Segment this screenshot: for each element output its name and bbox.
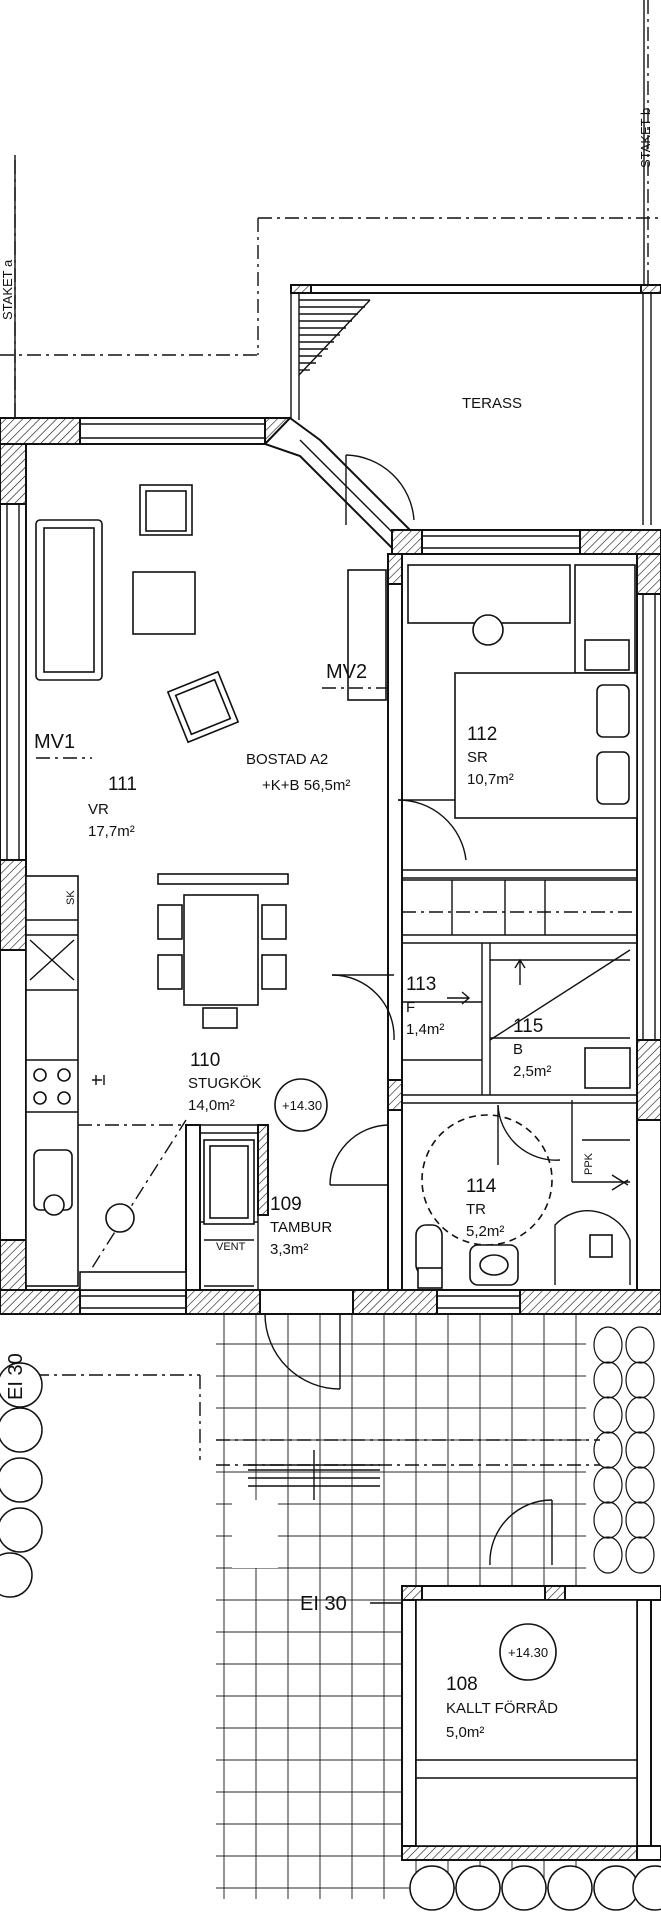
room-114-code: TR [466, 1201, 486, 1218]
room-111-number: 111 [108, 774, 137, 795]
shrubs [0, 1326, 661, 1911]
bathroom [415, 1100, 631, 1289]
level-marker-main [274, 1078, 328, 1132]
room-111-code: VR [88, 801, 109, 818]
room-114-number: 114 [466, 1176, 497, 1197]
room-112-area: 10,7m² [467, 771, 514, 788]
room-114-area: 5,2m² [466, 1223, 504, 1240]
storage-rooms [402, 949, 631, 1089]
room-113-area: 1,4m² [406, 1021, 444, 1038]
room-110-code: STUGKÖK [188, 1074, 261, 1092]
kitchen-counter [25, 875, 79, 1287]
dining-set [157, 873, 289, 1029]
room-108-number: 108 [446, 1674, 478, 1695]
sideboard [157, 873, 289, 885]
terrace-label: TERASS [462, 395, 522, 412]
terrace-steps [298, 299, 371, 376]
room-110-number: 110 [190, 1050, 220, 1071]
bedroom-furniture [402, 564, 638, 935]
room-113-code: F [406, 999, 415, 1016]
room-110-area: 14,0m² [188, 1097, 235, 1114]
terrace [290, 284, 661, 525]
level-storage-text: +14.30 [508, 1645, 548, 1660]
level-main-text: +14.30 [282, 1098, 322, 1113]
living-room-furniture [35, 484, 388, 759]
fence-lines [0, 0, 661, 1460]
room-108-code: KALLT FÖRRÅD [446, 1699, 558, 1717]
ppk-label: PPK [583, 1152, 595, 1175]
room-111-area: 17,7m² [88, 823, 135, 840]
room-112-number: 112 [467, 724, 497, 745]
room-113-number: 113 [406, 974, 436, 995]
sk-label: SK [65, 890, 77, 905]
coffee-table [132, 571, 196, 635]
ei30-label: EI 30 [300, 1593, 347, 1615]
mv1-label: MV1 [34, 731, 75, 753]
room-108-area: 5,0m² [446, 1724, 484, 1741]
unit-area: +K+B 56,5m² [262, 777, 350, 794]
tambur-details [203, 1078, 328, 1287]
dining-table [183, 894, 259, 1006]
wardrobe [407, 564, 571, 624]
mv2-label: MV2 [326, 661, 367, 683]
plan-labels: STAKET a STAKET b TERASS MV1 MV2 BOSTAD … [0, 108, 653, 1741]
kitchen [25, 875, 187, 1291]
armchair-angled [166, 670, 240, 744]
room-109-area: 3,3m² [270, 1241, 308, 1258]
vent-label: VENT [216, 1241, 246, 1253]
room-109-number: 109 [270, 1194, 302, 1215]
stove-burner [33, 1068, 47, 1082]
fence-b-label: STAKET b [638, 108, 653, 168]
room-115-number: 115 [513, 1016, 543, 1037]
room-112-code: SR [467, 749, 488, 766]
exterior-walls [0, 416, 661, 1315]
cold-storage-building [370, 1585, 661, 1861]
lamp [472, 614, 504, 646]
unit-title: BOSTAD A2 [246, 751, 328, 768]
level-marker-storage [499, 1623, 557, 1681]
room-109-code: TAMBUR [270, 1219, 332, 1236]
tv-unit [347, 569, 387, 701]
fence-a-label: STAKET a [0, 259, 15, 320]
room-115-area: 2,5m² [513, 1063, 551, 1080]
shower [589, 1234, 613, 1258]
interior-walls [185, 553, 637, 1291]
ei30-side-label: EI 30 [5, 1353, 27, 1400]
room-115-code: B [513, 1041, 523, 1058]
